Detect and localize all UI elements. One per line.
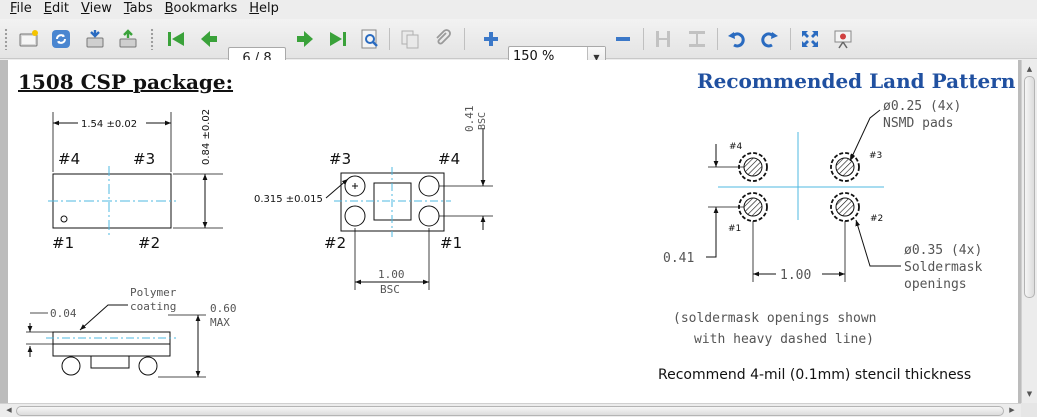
reload-icon[interactable]: [48, 26, 74, 52]
scroll-down-icon[interactable]: ▼: [1026, 390, 1033, 398]
vertical-scrollbar[interactable]: ▲ ▼: [1021, 60, 1037, 403]
copy-icon[interactable]: [397, 26, 423, 52]
toolbar-separator: [643, 28, 644, 50]
new-document-icon[interactable]: [16, 26, 42, 52]
bottom-pin3-label: #3: [329, 150, 351, 168]
attachment-icon[interactable]: [430, 26, 456, 52]
land-pitch-v-dim: 0.41: [663, 251, 694, 266]
next-page-icon[interactable]: [292, 26, 318, 52]
land-pin4-label: #4: [729, 142, 743, 152]
land-pitch-h-dim: 1.00: [780, 268, 811, 283]
bottom-pitch-v-unit: BSC: [477, 112, 488, 130]
top-pin3-label: #3: [133, 150, 155, 168]
document-viewport[interactable]: 1508 CSP package: Recommended Land Patte…: [0, 60, 1021, 403]
land-pin2-label: #2: [870, 214, 883, 224]
toolbar-grip[interactable]: [4, 28, 8, 50]
open-icon[interactable]: [82, 26, 108, 52]
find-icon[interactable]: [357, 26, 383, 52]
pad-type-label: NSMD pads: [883, 116, 953, 131]
zoom-in-icon[interactable]: [478, 26, 504, 52]
soldermask-note-2: with heavy dashed line): [694, 332, 874, 347]
mask-diameter-dim: ø0.35 (4x): [904, 243, 982, 258]
bottom-pitch-h-unit: BSC: [380, 283, 400, 296]
bottom-pin4-label: #4: [438, 150, 460, 168]
toolbar-separator: [389, 28, 390, 50]
bottom-pitch-v-dim: 0.41: [463, 106, 476, 133]
menu-tabs[interactable]: Tabs: [123, 1, 153, 16]
menu-edit[interactable]: Edit: [43, 1, 69, 16]
pdf-page: 1508 CSP package: Recommended Land Patte…: [8, 60, 1018, 403]
toolbar-separator: [464, 28, 465, 50]
pad-diameter-dim: ø0.25 (4x): [883, 99, 961, 114]
bottom-pitch-h-dim: 1.00: [378, 268, 405, 281]
vertical-scroll-thumb[interactable]: [1024, 76, 1035, 298]
stencil-note: Recommend 4-mil (0.1mm) stencil thicknes…: [658, 367, 971, 383]
bottom-pin1-label: #1: [440, 234, 462, 252]
land-pin1-label: #1: [728, 224, 741, 234]
bottom-view: #3 #4 #2 #1 0.41 BSC 0.315 ±0.015 1.00 B…: [254, 106, 493, 296]
horizontal-scrollbar[interactable]: ◀ ▶: [0, 403, 1021, 417]
soldermask-note-1: (soldermask openings shown: [673, 311, 877, 326]
package-title: 1508 CSP package:: [18, 70, 233, 94]
land-pin3-label: #3: [869, 151, 882, 161]
menu-help[interactable]: Help: [249, 1, 279, 16]
last-page-icon[interactable]: [325, 26, 351, 52]
horizontal-scroll-thumb[interactable]: [16, 406, 1004, 416]
presentation-icon[interactable]: [830, 26, 856, 52]
menu-bookmarks[interactable]: Bookmarks: [164, 1, 238, 16]
previous-page-icon[interactable]: [196, 26, 222, 52]
top-pin4-label: #4: [58, 150, 80, 168]
zoom-out-icon[interactable]: [610, 26, 636, 52]
first-page-icon[interactable]: [163, 26, 189, 52]
package-height-dim: 0.60: [210, 302, 237, 315]
land-pattern: #4 #3 #1 #2 0.41 1.00 ø0.25 (4x) NSMD pa…: [658, 99, 982, 383]
top-width-dim: 1.54 ±0.02: [81, 119, 137, 130]
package-height-unit: MAX: [210, 316, 230, 329]
land-pattern-title: Recommended Land Pattern: [697, 69, 1016, 93]
coating-label-1: Polymer: [130, 286, 177, 299]
package-drawing: 1508 CSP package: Recommended Land Patte…: [18, 69, 1016, 383]
top-pin1-label: #1: [52, 234, 74, 252]
toolbar-separator: [717, 28, 718, 50]
rotate-left-icon[interactable]: [724, 26, 750, 52]
menu-view[interactable]: View: [80, 1, 112, 16]
toolbar: 150 % ▼: [0, 19, 1037, 69]
fit-page-icon[interactable]: [684, 26, 710, 52]
coating-label-2: coating: [130, 300, 176, 313]
mask-label-2: openings: [904, 277, 967, 292]
scroll-right-icon[interactable]: ▶: [1009, 406, 1015, 414]
menu-file[interactable]: File: [10, 1, 32, 16]
scroll-up-icon[interactable]: ▲: [1026, 65, 1033, 73]
rotate-right-icon[interactable]: [756, 26, 782, 52]
scrollbar-corner: [1021, 403, 1037, 417]
scroll-left-icon[interactable]: ◀: [6, 406, 12, 414]
toolbar-grip[interactable]: [150, 28, 154, 50]
fit-width-icon[interactable]: [650, 26, 676, 52]
mask-label-1: Soldermask: [904, 260, 982, 275]
top-height-dim: 0.84 ±0.02: [201, 109, 212, 165]
menu-bar: File Edit View Tabs Bookmarks Help: [0, 0, 1037, 18]
ball-diameter-dim: 0.315 ±0.015: [254, 194, 323, 205]
top-view: 1.54 ±0.02 0.84 ±0.02 #4 #3 #1 #2: [48, 109, 223, 252]
coating-thickness-dim: 0.04: [50, 307, 77, 320]
toolbar-separator: [790, 28, 791, 50]
bottom-pin2-label: #2: [324, 234, 346, 252]
side-view: Polymer coating 0.04 0.60 MAX: [26, 286, 237, 378]
save-icon[interactable]: [115, 26, 141, 52]
fullscreen-icon[interactable]: [797, 26, 823, 52]
top-pin2-label: #2: [138, 234, 160, 252]
